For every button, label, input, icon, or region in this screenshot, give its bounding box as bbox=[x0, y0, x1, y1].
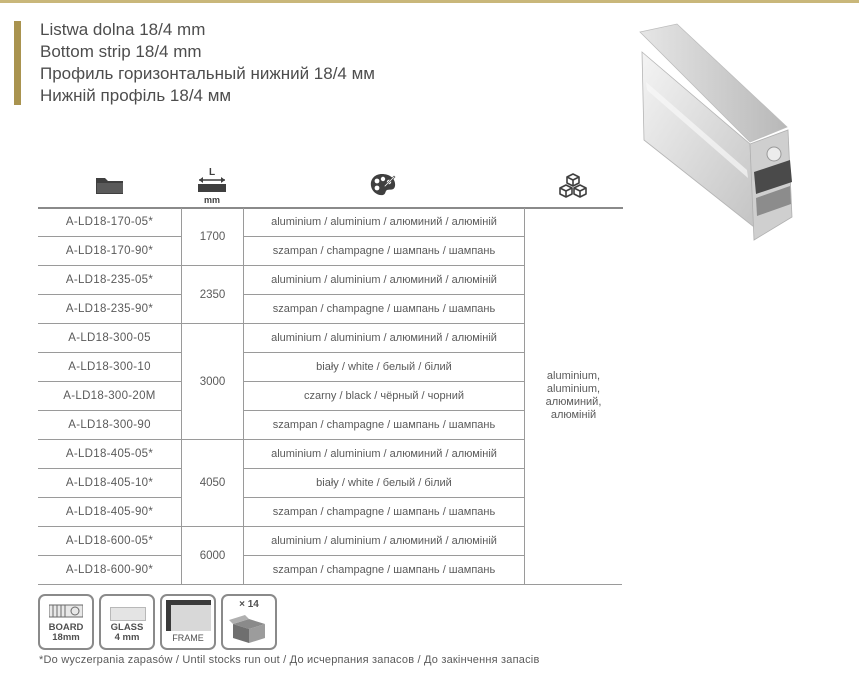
title-ru: Профиль горизонтальный нижний 18/4 мм bbox=[40, 64, 375, 83]
color-cell: szampan / champagne / шампань / шампань bbox=[243, 497, 525, 527]
color-cell: aluminium / aluminium / алюминий / алюмі… bbox=[243, 323, 525, 353]
glass-label-line: 4 mm bbox=[114, 632, 140, 643]
length-icon-letter: L bbox=[208, 167, 214, 178]
color-cell: szampan / champagne / шампань / шампань bbox=[243, 555, 525, 585]
board-badge: BOARD 18mm bbox=[38, 594, 94, 650]
code-cell: A-LD18-235-05* bbox=[38, 265, 182, 295]
color-cell: biały / white / белый / білий bbox=[243, 352, 525, 382]
title-ua: Нижній профіль 18/4 мм bbox=[40, 86, 232, 105]
glass-label-line: GLASS bbox=[110, 622, 144, 633]
code-cell: A-LD18-300-20M bbox=[38, 381, 182, 411]
board-label-line: 18mm bbox=[52, 632, 80, 643]
title-accent-bar bbox=[14, 21, 21, 105]
pack-badge: × 14 bbox=[221, 594, 277, 650]
table-row: A-LD18-405-90* szampan / champagne / шам… bbox=[38, 497, 622, 527]
compatibility-badges: BOARD 18mm GLASS 4 mm FRAME × 14 bbox=[38, 594, 277, 650]
table-row: A-LD18-405-05* 4050 aluminium / aluminiu… bbox=[38, 439, 622, 527]
spec-table: A-LD18-170-05* 1700 aluminium / aluminiu… bbox=[38, 208, 622, 585]
code-cell: A-LD18-405-90* bbox=[38, 497, 182, 527]
code-cell: A-LD18-300-10 bbox=[38, 352, 182, 382]
table-row: A-LD18-300-20M czarny / black / чёрный /… bbox=[38, 381, 622, 411]
material-line: aluminium, bbox=[546, 370, 601, 382]
length-cell: 4050 bbox=[181, 439, 244, 527]
frame-badge: FRAME bbox=[160, 594, 216, 650]
material-cell: aluminium, aluminium, алюминий, алюміній bbox=[524, 208, 622, 585]
table-row: A-LD18-600-90* szampan / champagne / шам… bbox=[38, 555, 622, 585]
code-cell: A-LD18-300-05 bbox=[38, 323, 182, 353]
length-cell: 3000 bbox=[181, 323, 244, 440]
material-line: алюміній bbox=[550, 409, 597, 421]
folder-icon bbox=[95, 178, 123, 194]
color-cell: aluminium / aluminium / алюминий / алюмі… bbox=[243, 208, 525, 237]
title-en: Bottom strip 18/4 mm bbox=[40, 42, 202, 61]
code-cell: A-LD18-405-05* bbox=[38, 439, 182, 469]
table-row: A-LD18-405-10* biały / white / белый / б… bbox=[38, 468, 622, 498]
color-cell: szampan / champagne / шампань / шампань bbox=[243, 410, 525, 440]
frame-badge-label: FRAME bbox=[172, 633, 204, 643]
code-cell: A-LD18-600-05* bbox=[38, 526, 182, 556]
table-row: A-LD18-300-05 3000 aluminium / aluminium… bbox=[38, 323, 622, 440]
palette-icon bbox=[370, 174, 395, 196]
glass-badge-label: GLASS 4 mm bbox=[101, 623, 153, 643]
length-icon-unit: mm bbox=[203, 195, 219, 205]
glass-icon bbox=[110, 607, 146, 621]
color-cell: aluminium / aluminium / алюминий / алюмі… bbox=[243, 526, 525, 556]
header-material-col bbox=[523, 162, 623, 208]
title-pl: Listwa dolna 18/4 mm bbox=[40, 20, 206, 39]
color-cell: czarny / black / чёрный / чорний bbox=[243, 381, 525, 411]
top-accent-line bbox=[0, 0, 859, 3]
color-cell: szampan / champagne / шампань / шампань bbox=[243, 236, 525, 266]
table-row: A-LD18-300-10 biały / white / белый / бі… bbox=[38, 352, 622, 382]
product-titles: Listwa dolna 18/4 mm Bottom strip 18/4 m… bbox=[40, 19, 375, 107]
material-line: алюминий, bbox=[545, 396, 602, 408]
code-cell: A-LD18-405-10* bbox=[38, 468, 182, 498]
length-cell: 6000 bbox=[181, 526, 244, 585]
length-cell: 2350 bbox=[181, 265, 244, 324]
board-icon bbox=[49, 604, 83, 618]
header-code-col bbox=[38, 162, 181, 208]
color-cell: biały / white / белый / білий bbox=[243, 468, 525, 498]
board-badge-label: BOARD 18mm bbox=[40, 623, 92, 643]
table-row: A-LD18-170-05* 1700 aluminium / aluminiu… bbox=[38, 208, 622, 585]
table-row: A-LD18-600-05* 6000 aluminium / aluminiu… bbox=[38, 526, 622, 585]
code-cell: A-LD18-600-90* bbox=[38, 555, 182, 585]
pack-quantity: × 14 bbox=[239, 599, 259, 610]
footnote: *Do wyczerpania zapasów / Until stocks r… bbox=[39, 654, 540, 666]
cubes-icon bbox=[559, 173, 587, 198]
header-color-col bbox=[242, 162, 523, 208]
box-icon bbox=[229, 615, 265, 643]
color-cell: aluminium / aluminium / алюминий / алюмі… bbox=[243, 439, 525, 469]
board-label-line: BOARD bbox=[48, 622, 84, 633]
glass-badge: GLASS 4 mm bbox=[99, 594, 155, 650]
table-row: A-LD18-300-90 szampan / champagne / шамп… bbox=[38, 410, 622, 440]
table-row: A-LD18-170-90* szampan / champagne / шам… bbox=[38, 236, 622, 266]
table-row: A-LD18-235-90* szampan / champagne / шам… bbox=[38, 294, 622, 324]
color-cell: aluminium / aluminium / алюминий / алюмі… bbox=[243, 265, 525, 295]
material-line: aluminium, bbox=[546, 383, 601, 395]
table-row: A-LD18-235-05* 2350 aluminium / aluminiu… bbox=[38, 265, 622, 324]
length-cell: 1700 bbox=[181, 208, 244, 266]
code-cell: A-LD18-170-05* bbox=[38, 208, 182, 237]
frame-icon bbox=[166, 600, 211, 631]
bottom-strip-profile-image bbox=[639, 23, 793, 241]
header-length-col: L mm bbox=[181, 162, 242, 208]
code-cell: A-LD18-170-90* bbox=[38, 236, 182, 266]
code-cell: A-LD18-235-90* bbox=[38, 294, 182, 324]
code-cell: A-LD18-300-90 bbox=[38, 410, 182, 440]
color-cell: szampan / champagne / шампань / шампань bbox=[243, 294, 525, 324]
length-icon: L mm bbox=[197, 167, 226, 205]
